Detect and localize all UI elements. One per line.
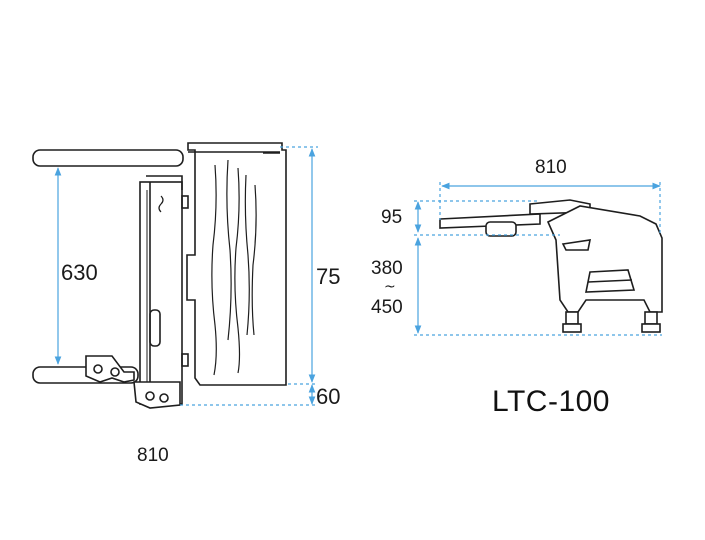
clamp-upper <box>181 195 189 209</box>
frame-mark-8 <box>158 195 164 213</box>
model-name: LTC-100 <box>492 385 610 418</box>
seat-texture <box>211 159 257 376</box>
left-dimension-lines <box>54 146 318 406</box>
dim-label-810-cut: 810 <box>137 445 169 466</box>
clamp-lower <box>181 353 189 367</box>
frame-column <box>139 181 183 405</box>
left-top-view <box>32 142 287 409</box>
dim-label-630: 630 <box>61 260 98 285</box>
bracket-bolt-1 <box>145 391 155 401</box>
leg-left <box>565 311 579 325</box>
leg-right <box>644 311 658 325</box>
frame-top-bracket <box>146 175 183 190</box>
dim-label-75: 75 <box>316 264 341 289</box>
step-edge <box>587 279 633 283</box>
frame-slot <box>149 309 161 347</box>
dim-label-450: 450 <box>371 297 403 318</box>
upper-armrest-rail <box>32 149 184 167</box>
bottom-hinge <box>85 355 135 383</box>
bottom-bracket <box>133 381 181 409</box>
dim-range-separator: ~ <box>384 279 396 295</box>
dim-label-810: 810 <box>535 157 567 178</box>
main-body <box>546 205 663 313</box>
hinge-bolt-2 <box>110 367 120 377</box>
dim-label-95: 95 <box>381 207 403 228</box>
seat-block <box>186 142 287 386</box>
foot-left <box>562 323 582 333</box>
right-side-view <box>439 199 663 333</box>
dim-label-60: 60 <box>316 384 341 409</box>
hinge-bolt-1 <box>93 364 103 374</box>
body-control <box>561 239 592 251</box>
right-dimension-lines <box>414 182 662 336</box>
dim-label-380: 380 <box>371 258 403 279</box>
foot-right <box>641 323 661 333</box>
side-handle <box>485 221 517 237</box>
bracket-bolt-2 <box>159 393 169 403</box>
